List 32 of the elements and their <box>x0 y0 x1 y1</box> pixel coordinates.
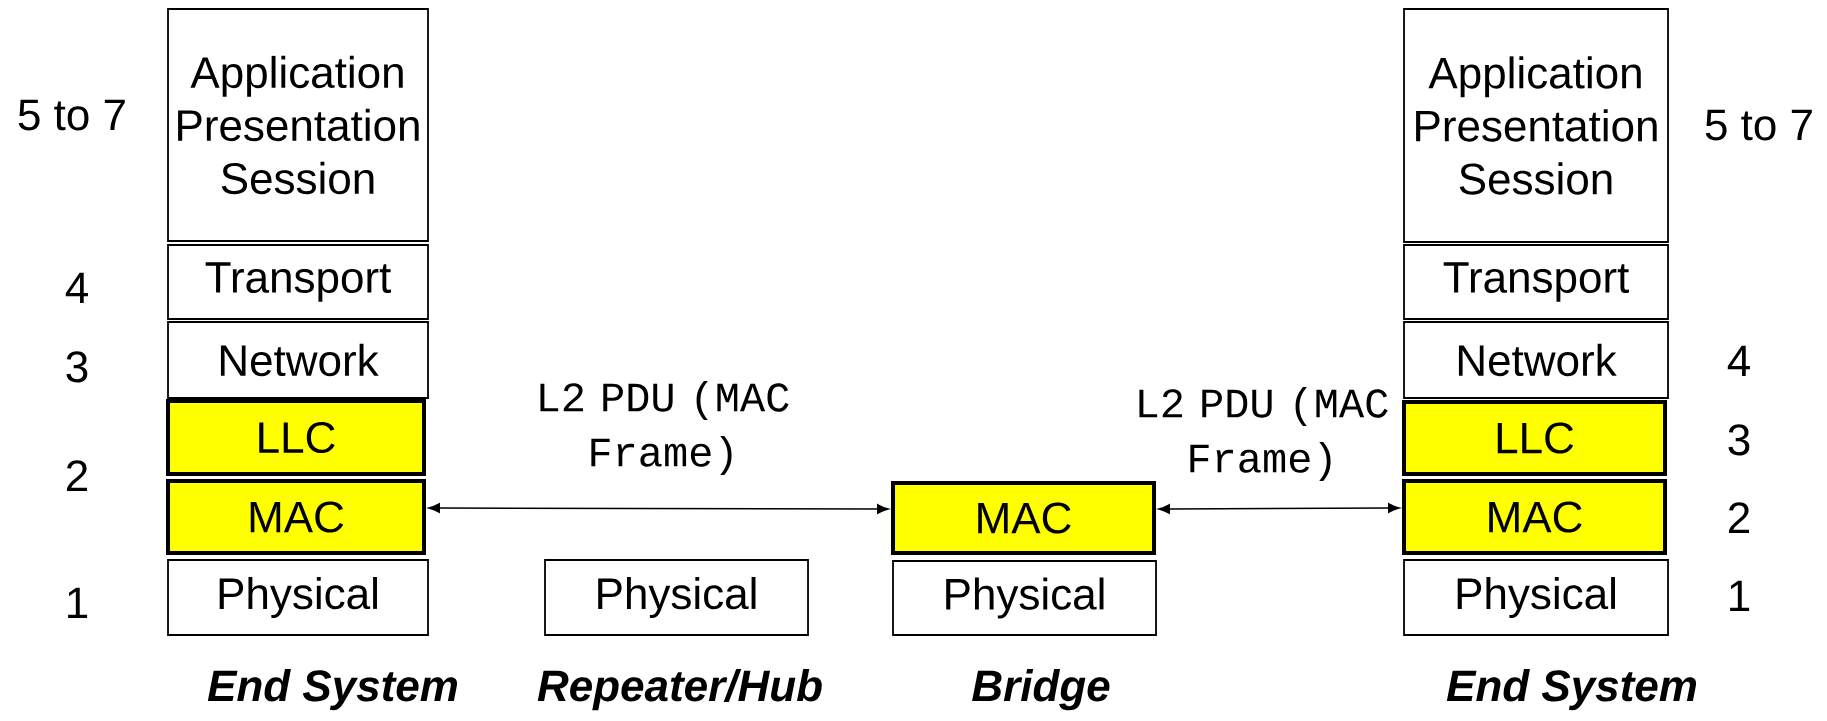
layer-box: LLC <box>1402 400 1667 476</box>
arrow <box>1158 503 1400 514</box>
edge-label: L2 PDU (MAC Frame) <box>540 380 789 476</box>
layer-number: 3 <box>66 351 88 383</box>
layer-box: MAC <box>1402 479 1667 555</box>
device-caption: End System <box>1446 669 1697 711</box>
layer-box: Transport <box>167 244 429 320</box>
edge-label: L2 PDU (MAC Frame) <box>1139 386 1388 482</box>
device-caption: End System <box>207 669 458 711</box>
layer-number: 4 <box>65 272 88 303</box>
layer-number: 1 <box>68 587 88 618</box>
layer-box: MAC <box>891 481 1156 555</box>
layer-number: 1 <box>1730 580 1750 611</box>
layer-box: Application Presentation Session <box>167 8 429 242</box>
layer-number: 5 to 7 <box>1705 109 1812 141</box>
layer-number: 2 <box>1729 502 1750 533</box>
layer-box: LLC <box>166 399 426 476</box>
layer-box: Physical <box>544 559 809 636</box>
device-caption: Bridge <box>972 669 1110 711</box>
layer-box: Physical <box>892 560 1157 636</box>
layer-number: 2 <box>67 460 88 491</box>
layer-box: Network <box>1403 321 1669 399</box>
layer-number: 3 <box>1728 424 1750 456</box>
layer-box: Network <box>167 321 429 399</box>
layer-box: Transport <box>1403 244 1669 320</box>
layer-number: 5 to 7 <box>18 99 125 131</box>
layer-box: Physical <box>167 559 429 636</box>
device-caption: Repeater/Hub <box>537 669 822 711</box>
layer-box: Physical <box>1403 559 1669 636</box>
layer-box: MAC <box>166 479 426 555</box>
arrow <box>428 503 889 514</box>
layer-number: 4 <box>1727 345 1750 376</box>
